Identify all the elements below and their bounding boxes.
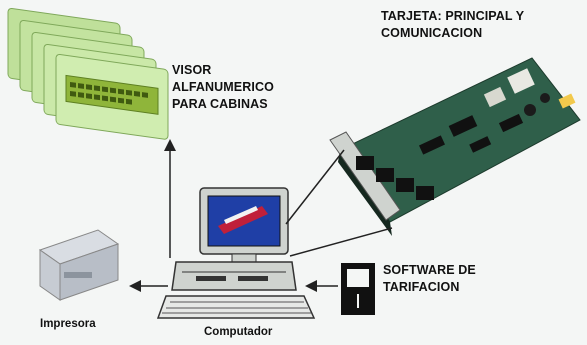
circuit-board-card-icon — [329, 57, 581, 236]
tarjeta-label-line-2: COMUNICACION — [381, 26, 483, 40]
link-to-card-lower — [289, 227, 393, 257]
visor-label-line-2: ALFANUMERICO — [172, 80, 274, 94]
software-label: SOFTWARE DE TARIFACION — [383, 262, 476, 296]
visor-label: VISOR ALFANUMERICO PARA CABINAS — [172, 62, 274, 113]
printer-icon — [38, 229, 120, 301]
tarjeta-label-line-1: TARJETA: PRINCIPAL Y — [381, 9, 525, 23]
impresora-label: Impresora — [40, 318, 96, 330]
lcd-display-panels-icon — [7, 8, 169, 140]
desktop-computer-icon — [156, 187, 316, 319]
computador-label: Computador — [204, 326, 273, 338]
software-label-line-2: TARIFACION — [383, 280, 460, 294]
tarjeta-label: TARJETA: PRINCIPAL Y COMUNICACION — [381, 8, 524, 42]
floppy-disk-icon — [341, 263, 375, 315]
software-label-line-1: SOFTWARE DE — [383, 263, 476, 277]
link-to-card-upper — [285, 149, 345, 225]
visor-label-line-3: PARA CABINAS — [172, 97, 268, 111]
visor-label-line-1: VISOR — [172, 63, 212, 77]
